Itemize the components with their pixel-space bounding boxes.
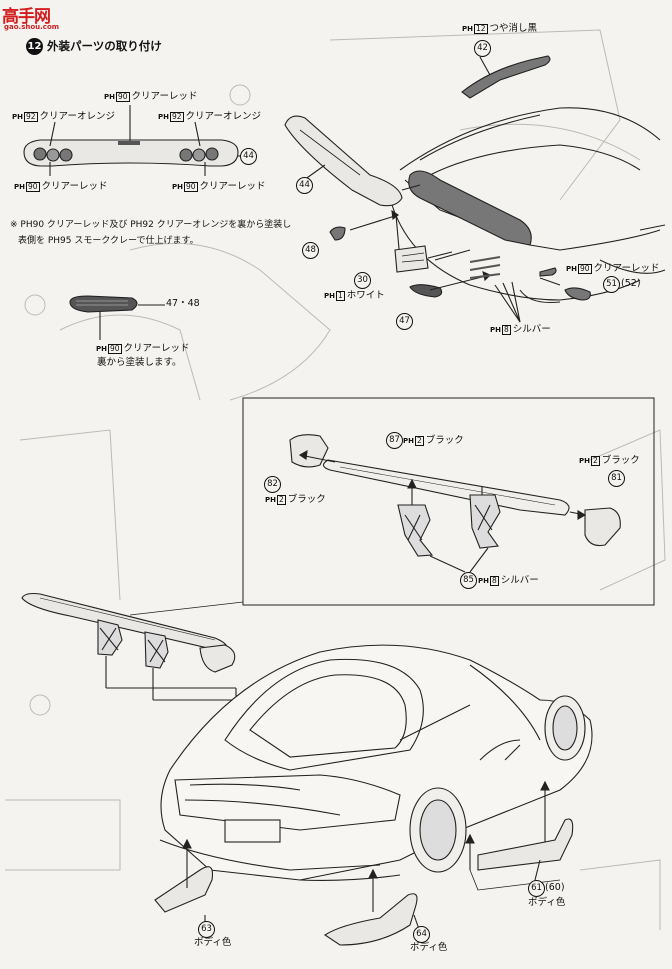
- part-number-82: 82: [264, 476, 281, 493]
- part-number-85: 85: [460, 572, 477, 589]
- wing-detail-drawing: [289, 434, 621, 573]
- part-number-52: (52): [621, 278, 641, 289]
- label-64-color: ボディ色: [410, 942, 448, 953]
- note-line-2: 表側を PH95 スモーククレーで仕上げます。: [18, 236, 199, 246]
- part-number-42: 42: [474, 40, 491, 57]
- part-number-44-tail: 44: [240, 148, 257, 165]
- part-number-44: 44: [296, 177, 313, 194]
- note-line-1: ※ PH90 クリアーレッド及び PH92 クリアーオレンジを裏から塗装し: [10, 220, 292, 230]
- step-number-badge: 12: [26, 38, 43, 55]
- part-number-60: (60): [545, 882, 565, 893]
- label-63-color: ボディ色: [194, 937, 232, 948]
- part-number-47: 47: [396, 313, 413, 330]
- part-number-51: 51: [603, 276, 620, 293]
- tail-lamp-panel: [23, 105, 240, 176]
- label-61-color: ボディ色: [528, 897, 566, 908]
- background-ghost-drawing: [5, 29, 666, 930]
- part-number-87: 87: [386, 432, 403, 449]
- site-logo: 高手网: [2, 7, 51, 27]
- wing-detail-box: [242, 397, 655, 606]
- part-number-47-48: 47・48: [166, 298, 200, 309]
- part-number-48: 48: [302, 242, 319, 259]
- lower-car-drawing: [159, 644, 593, 881]
- marker-lamp: [69, 295, 165, 340]
- upper-car-drawing: [284, 55, 666, 323]
- part-number-30: 30: [354, 272, 371, 289]
- lower-parts: [154, 780, 574, 946]
- site-url: gao.shou.com: [4, 23, 60, 31]
- part-number-61: 61: [528, 880, 545, 897]
- part-number-64: 64: [413, 926, 430, 943]
- step-title: 外装パーツの取り付け: [47, 39, 162, 53]
- label-marker-note: 裏から塗装します。: [97, 357, 182, 368]
- part-number-81: 81: [608, 470, 625, 487]
- part-number-63: 63: [198, 921, 215, 938]
